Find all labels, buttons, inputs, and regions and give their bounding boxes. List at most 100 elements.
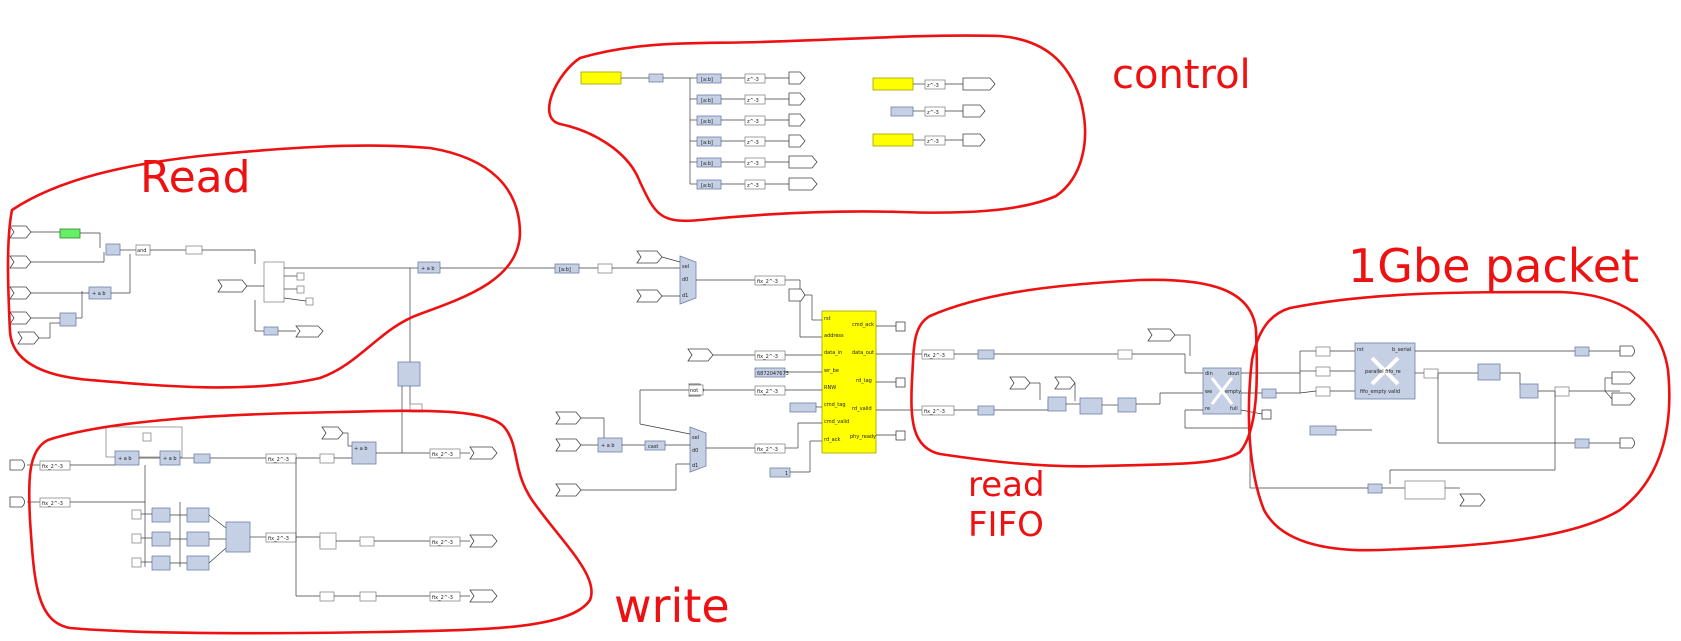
packet-logic-block[interactable]: [1404, 480, 1446, 500]
svg-text:sel: sel: [692, 435, 699, 441]
fifo-logic-block[interactable]: [1079, 397, 1103, 415]
packet-or-block[interactable]: [1261, 388, 1277, 399]
memory-controller-block[interactable]: [821, 310, 877, 454]
control-delay-block[interactable]: [648, 73, 664, 83]
center-sum-block[interactable]: [397, 361, 421, 387]
write-mux-b[interactable]: [186, 531, 210, 547]
center-cast[interactable]: [644, 440, 666, 451]
center-in-port-4[interactable]: [555, 438, 582, 452]
packet-in-port-1[interactable]: [1459, 493, 1486, 507]
mem-rd-ack-const[interactable]: [769, 467, 791, 478]
packet-not-block[interactable]: [1367, 483, 1383, 494]
svg-text:fifo_empty valid: fifo_empty valid: [1360, 389, 1400, 395]
control-row-1: [a:b] z^-3: [690, 71, 806, 85]
mem-data-in-port[interactable]: [687, 348, 714, 362]
fifo-and-block[interactable]: [1047, 396, 1067, 412]
write-in-port-3[interactable]: [321, 426, 344, 440]
svg-text:z^-3: z^-3: [927, 83, 939, 89]
write-adder-b[interactable]: [151, 531, 171, 547]
center-mux-bottom[interactable]: [689, 426, 707, 473]
read-in-port-4[interactable]: [9, 311, 32, 325]
write-mux-c[interactable]: [186, 555, 210, 571]
write-mux-out[interactable]: [319, 532, 337, 550]
annotation-fifo-line1: read: [968, 465, 1045, 505]
packet-out-port-3[interactable]: [1611, 392, 1636, 406]
mem-rst-port[interactable]: [788, 288, 806, 302]
packet-const[interactable]: [1309, 425, 1337, 436]
control-out-port-5[interactable]: [788, 155, 818, 169]
svg-text:fix_2^-3: fix_2^-3: [432, 595, 453, 601]
center-fix-1[interactable]: [754, 275, 786, 286]
packet-out-port-1[interactable]: [1619, 345, 1635, 357]
center-mux-top[interactable]: [679, 255, 697, 305]
svg-text:d0: d0: [692, 448, 698, 454]
write-adder-c[interactable]: [151, 555, 171, 571]
write-adder-a[interactable]: [151, 507, 171, 523]
svg-text:d1: d1: [682, 293, 688, 299]
mem-hex-const[interactable]: [754, 367, 786, 378]
packet-out-port-4[interactable]: [1619, 437, 1635, 449]
center-in-port-5[interactable]: [555, 483, 582, 497]
read-register[interactable]: [185, 245, 203, 255]
svg-text:[a:b]: [a:b]: [701, 98, 713, 104]
read-delay[interactable]: [263, 326, 279, 336]
control-outline: [548, 34, 1087, 223]
fifo-delay-1[interactable]: [977, 349, 995, 360]
read-green-const[interactable]: [59, 228, 81, 239]
svg-text:fix_2^-3: fix_2^-3: [432, 452, 453, 458]
write-sum-block[interactable]: [225, 521, 251, 553]
read-in-port-2[interactable]: [9, 255, 32, 269]
control-region: [a:b] z^-3 [a:b] z^-3 [a:b] z^-3 [a:b]: [580, 71, 996, 191]
read-subsystem[interactable]: [263, 261, 285, 303]
control-yellow-3[interactable]: [872, 133, 914, 147]
packet-adder-1[interactable]: [1477, 363, 1501, 381]
write-in-port-1[interactable]: [9, 459, 25, 471]
control-out-port-2[interactable]: [788, 92, 806, 106]
write-mux-a[interactable]: [186, 507, 210, 523]
write-out-port-3[interactable]: [469, 589, 498, 603]
svg-text:fix_2^-3: fix_2^-3: [42, 501, 63, 507]
read-in-port-1[interactable]: [9, 225, 32, 239]
control-out-port-6[interactable]: [788, 177, 818, 191]
write-delay-1[interactable]: [193, 453, 211, 464]
mem-cmd-tag-const[interactable]: [789, 402, 817, 413]
write-out-port-1[interactable]: [469, 446, 498, 460]
center-slice[interactable]: [554, 263, 580, 274]
center-delay[interactable]: [597, 263, 613, 274]
fifo-delay-2[interactable]: [977, 405, 995, 416]
mem-term-3: [895, 430, 906, 441]
read-concat[interactable]: [417, 261, 441, 274]
packet-adder-2[interactable]: [1519, 383, 1539, 399]
control-out-port-7[interactable]: [962, 77, 996, 91]
center-in-port-3[interactable]: [555, 411, 582, 425]
control-out-port-4[interactable]: [788, 134, 806, 148]
svg-text:RNW: RNW: [824, 385, 836, 391]
read-out-port[interactable]: [295, 325, 324, 338]
fifo-in-port-1[interactable]: [1009, 376, 1031, 390]
control-yellow-2[interactable]: [872, 77, 914, 91]
control-yellow-input[interactable]: [580, 71, 622, 85]
read-in-port-6[interactable]: [217, 279, 248, 293]
fifo-in-port-3[interactable]: [1147, 328, 1176, 342]
read-mux-small[interactable]: [59, 312, 77, 327]
control-out-port-1[interactable]: [788, 71, 806, 85]
write-out-port-2[interactable]: [469, 534, 498, 548]
control-const[interactable]: [890, 106, 914, 117]
svg-text:dout: dout: [1228, 371, 1239, 377]
fifo-in-port-2[interactable]: [1054, 376, 1076, 390]
read-in-port-5[interactable]: [17, 331, 40, 345]
control-out-port-3[interactable]: [788, 113, 806, 127]
read-block-or[interactable]: [105, 243, 121, 256]
packet-out-port-2[interactable]: [1611, 371, 1636, 385]
svg-text:z^-3: z^-3: [747, 161, 759, 167]
control-row-4: [a:b] z^-3: [690, 134, 806, 148]
control-out-port-8[interactable]: [962, 104, 986, 118]
write-small-const[interactable]: [142, 432, 152, 442]
center-in-port-1[interactable]: [636, 250, 663, 264]
svg-text:fix_2^-3: fix_2^-3: [757, 354, 778, 360]
center-in-port-2[interactable]: [636, 289, 663, 303]
fifo-delay-3[interactable]: [1117, 397, 1137, 413]
write-in-port-2[interactable]: [9, 496, 25, 508]
read-in-port-3[interactable]: [9, 286, 32, 300]
control-out-port-9[interactable]: [962, 133, 986, 147]
